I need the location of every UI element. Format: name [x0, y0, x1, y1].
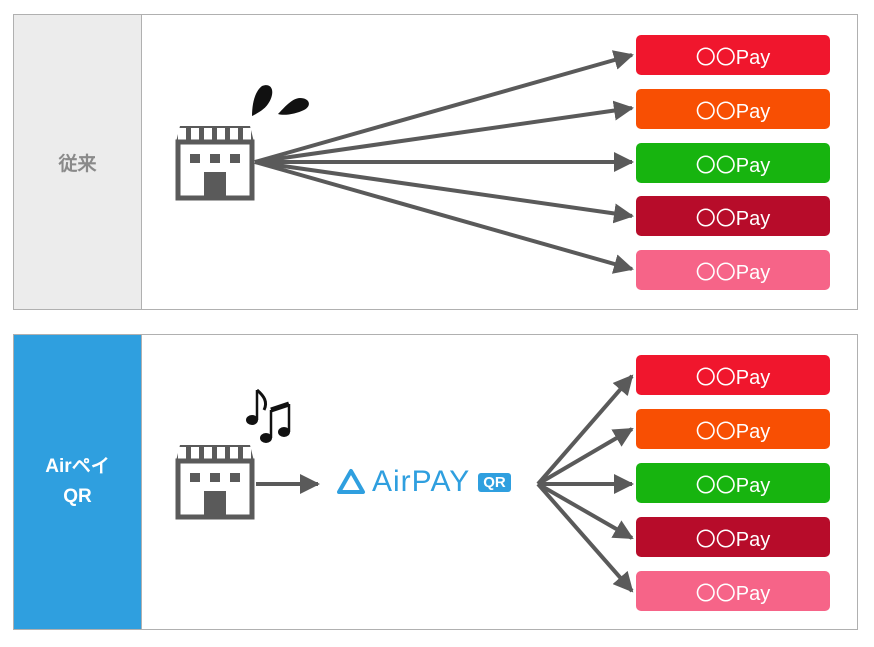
arrow — [254, 160, 634, 274]
airpay-label: Airペイ QR — [14, 335, 142, 629]
bottom-pay-item: 〇〇Pay — [636, 571, 830, 611]
airpay-triangle-icon — [337, 469, 365, 494]
arrow — [254, 160, 634, 224]
airpay-qr-logo: AirPAY QR — [336, 465, 511, 499]
store-icon — [175, 445, 255, 520]
top-arrows — [254, 50, 634, 274]
bottom-pay-item: 〇〇Pay — [636, 463, 830, 503]
sweat-drops-icon — [252, 85, 309, 116]
arrow — [536, 482, 634, 593]
arrow — [254, 100, 634, 164]
arrow — [254, 50, 634, 164]
airpay-logo-text: AirPAY — [372, 465, 471, 498]
arrow — [536, 427, 634, 486]
top-pay-item: 〇〇Pay — [636, 196, 830, 236]
top-pay-item: 〇〇Pay — [636, 89, 830, 129]
top-pay-item: 〇〇Pay — [636, 35, 830, 75]
top-pay-item: 〇〇Pay — [636, 250, 830, 290]
store-icon — [175, 126, 255, 201]
arrow — [537, 482, 634, 540]
legacy-label: 従来 — [14, 15, 142, 309]
airpay-label-line2: QR — [63, 486, 92, 507]
bottom-arrows — [536, 374, 634, 593]
bottom-pay-item: 〇〇Pay — [636, 517, 830, 557]
airpay-label-line1: Airペイ — [45, 456, 110, 477]
music-notes-icon — [246, 388, 291, 443]
arrow — [536, 374, 634, 486]
bottom-pay-item: 〇〇Pay — [636, 355, 830, 395]
top-pay-item: 〇〇Pay — [636, 143, 830, 183]
airpay-logo-badge: QR — [478, 472, 511, 492]
bottom-pay-item: 〇〇Pay — [636, 409, 830, 449]
